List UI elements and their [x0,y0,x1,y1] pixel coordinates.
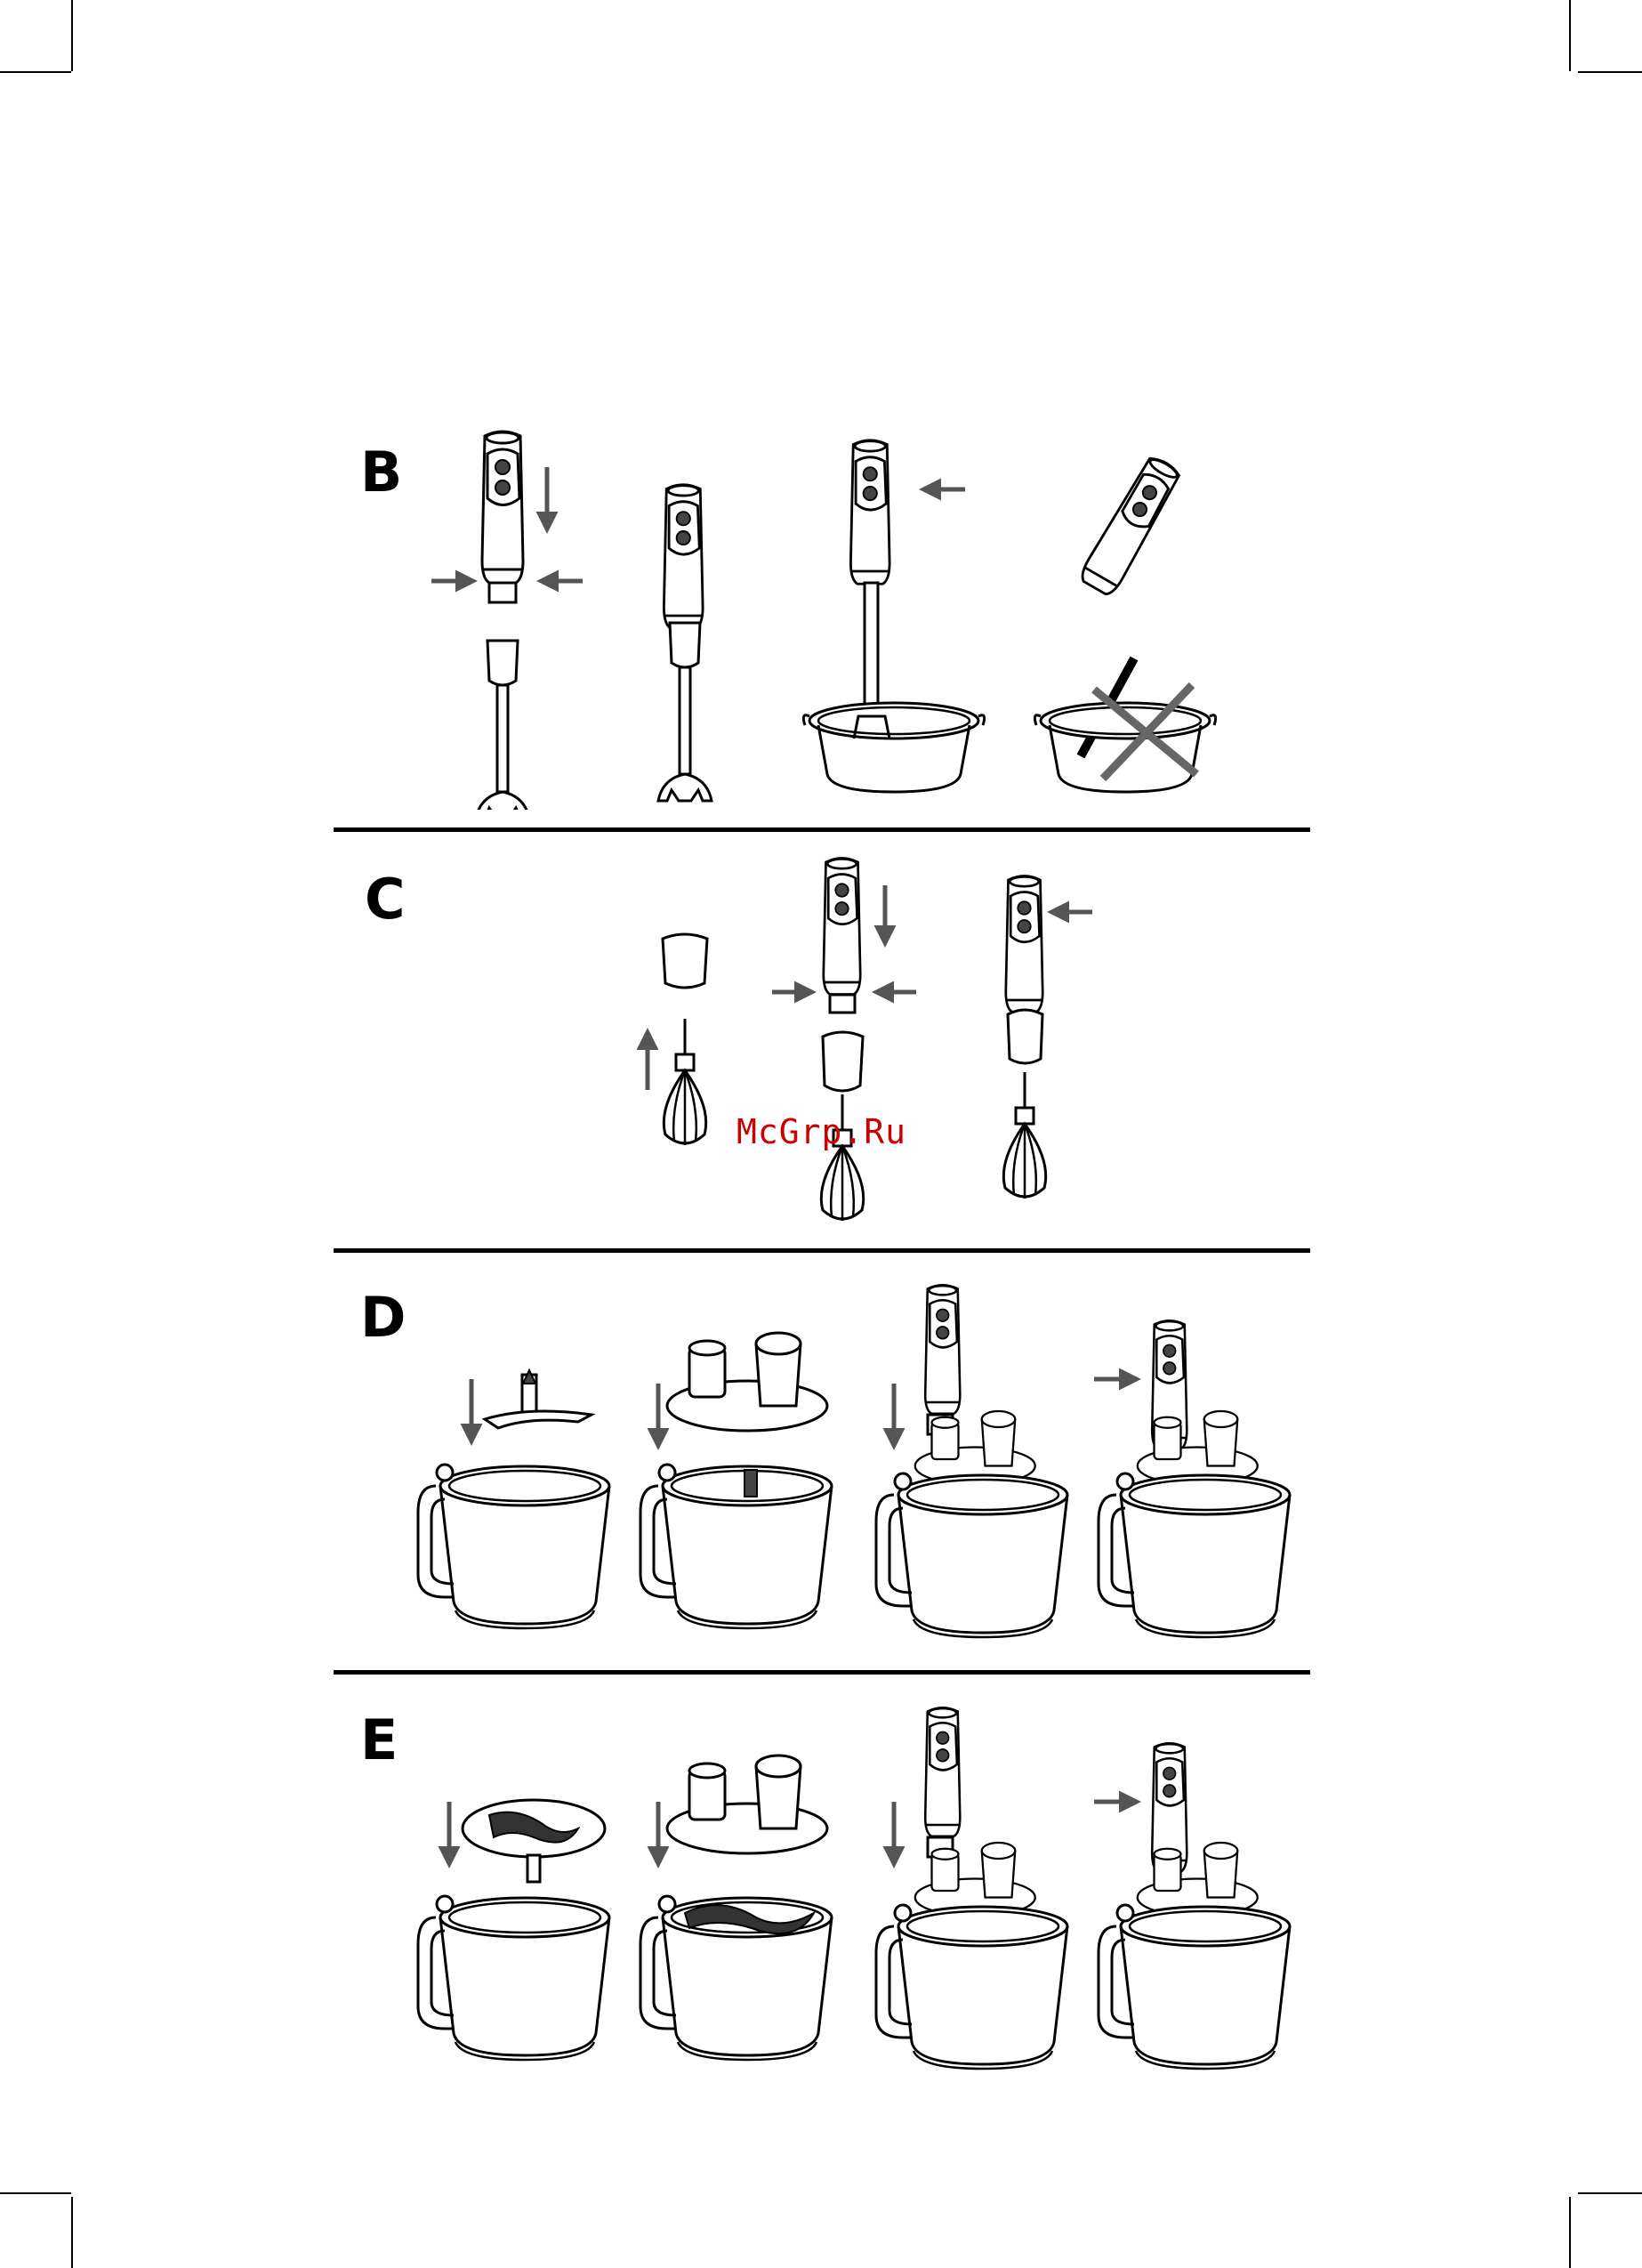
b-step4-wrong-angle [1034,454,1215,792]
section-letter-e: E [360,1713,398,1768]
b-step1-detached-blender [476,432,529,810]
divider-c-d [334,1248,1310,1253]
e-step3-attach-motor [876,1707,1067,2069]
b-step3-blending-in-pot [803,440,984,792]
crop-mark-tr-h [1578,71,1642,73]
c-step2-attach-whisk [821,859,863,1222]
divider-d-e [334,1670,1310,1675]
section-letter-b: B [360,445,402,500]
section-c-illustration [623,854,1156,1228]
watermark-text: McGrp.Ru [736,1112,906,1151]
e-step4-assembled-slicer [1094,1743,1290,2069]
d-step4-assembled-chopper [1094,1320,1290,1637]
b-step2-assembled-blender [658,485,712,801]
crop-mark-tl-h [0,71,71,73]
section-letter-c: C [365,872,406,927]
e-step1-insert-disc [418,1800,609,2060]
crop-mark-br-v [1569,2197,1571,2268]
d-step3-attach-motor [876,1285,1067,1637]
crop-mark-tl-v [71,0,73,71]
c-step3-assembled-whisk [1003,876,1045,1199]
section-b-illustration [418,418,1308,810]
d-step2-attach-lid [640,1333,832,1628]
d-step1-insert-blade [418,1370,609,1628]
crop-mark-tr-v [1569,0,1571,71]
crop-mark-bl-h [0,2192,71,2194]
crop-mark-bl-v [71,2197,73,2268]
section-letter-d: D [360,1290,406,1345]
divider-b-c [334,827,1310,832]
section-e-illustration [409,1695,1299,2086]
e-step2-attach-lid [640,1755,832,2060]
c-step1-whisk-parts [663,934,707,1145]
section-d-illustration [409,1272,1299,1655]
crop-mark-br-h [1578,2192,1642,2194]
